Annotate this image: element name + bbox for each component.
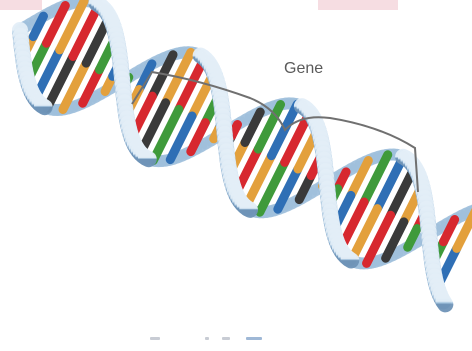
bottom-marks (150, 334, 270, 344)
backbone-segment (349, 259, 352, 261)
backbone-segment (247, 208, 250, 210)
backbone-segment (146, 158, 149, 159)
backbone-segment (42, 106, 45, 108)
gene-label: Gene (284, 60, 323, 78)
backbone-segment (443, 301, 445, 304)
